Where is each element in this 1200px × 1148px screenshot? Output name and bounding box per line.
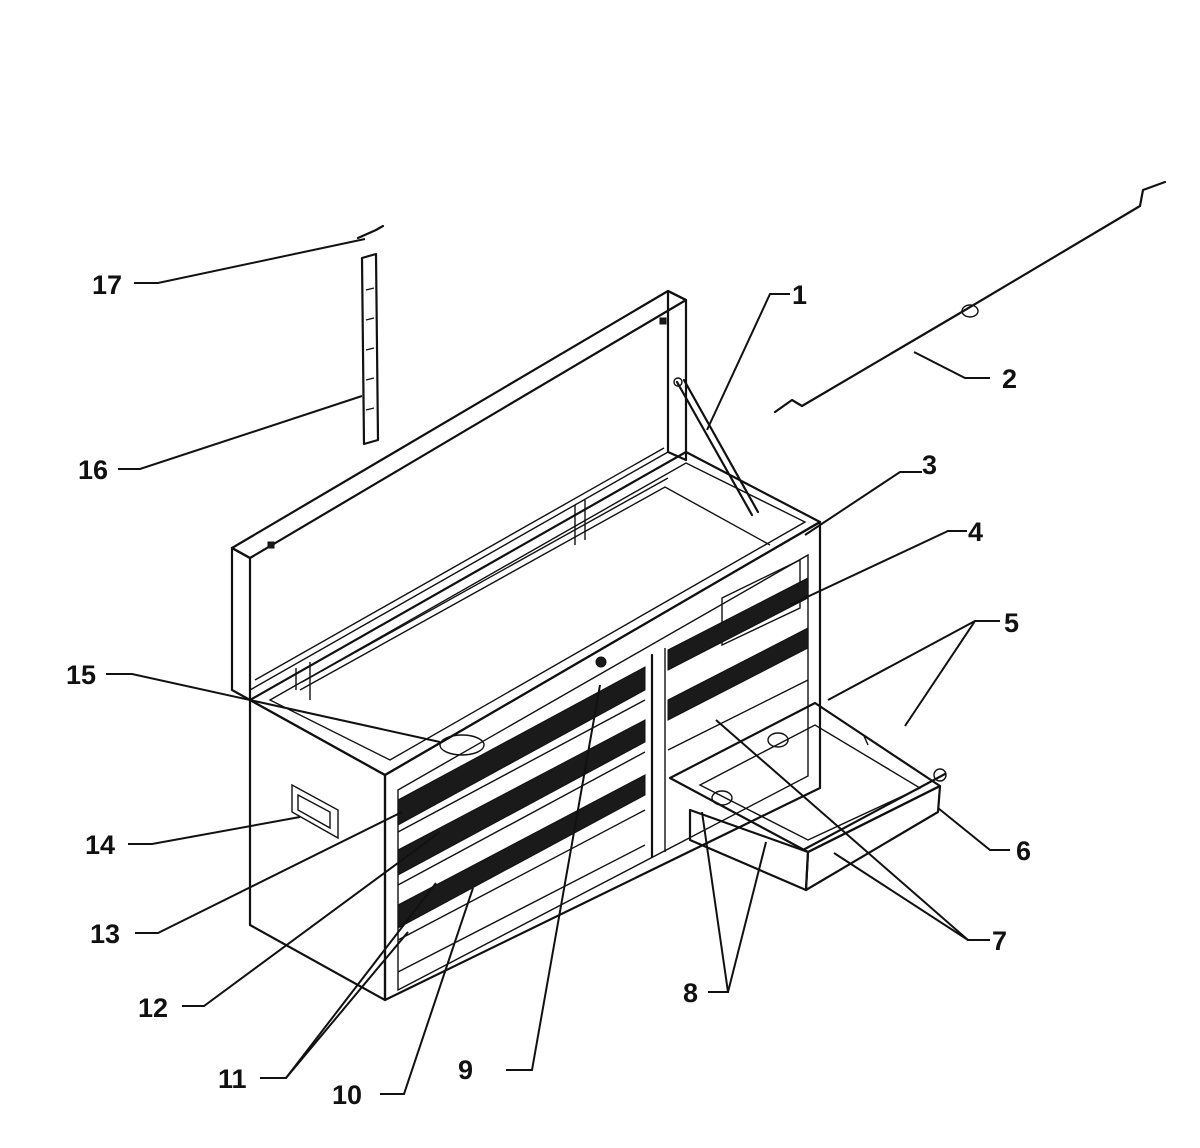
callout-10: 10 [332,1080,362,1110]
leader-16 [118,395,363,470]
part-16-hinge-strip [360,252,380,446]
callout-15: 15 [66,660,96,690]
leader-14 [128,816,301,845]
callout-8: 8 [683,978,698,1008]
part-17-pin [356,224,385,240]
callout-6: 6 [1016,836,1031,866]
leader-10 [380,887,474,1095]
leader-4 [789,530,967,606]
leader-15 [106,673,441,743]
chest-left-side [248,698,387,1002]
leader-6 [937,807,1010,851]
leader-13 [135,811,403,934]
callouts: 1 2 3 4 5 6 7 8 9 10 11 12 13 14 15 16 1… [66,270,1031,1110]
callout-14: 14 [85,830,115,860]
leader-5b [904,620,976,727]
leader-1 [706,293,790,431]
leader-8b [727,841,767,993]
callout-12: 12 [138,993,168,1023]
leader-lines [106,238,1010,1095]
leader-7b [833,852,969,941]
callout-16: 16 [78,455,108,485]
callout-3: 3 [922,450,937,480]
callout-9: 9 [458,1055,473,1085]
callout-17: 17 [92,270,122,300]
part-2-rod-clip [961,304,979,318]
right-drawers [667,558,809,751]
part-2-rod [773,180,1167,414]
leader-5a [827,620,1000,701]
callout-11: 11 [218,1064,247,1094]
pulled-out-drawer [668,701,947,892]
callout-2: 2 [1002,364,1017,394]
leader-2 [913,351,990,379]
callout-7: 7 [992,926,1007,956]
leader-9 [506,684,601,1071]
callout-5: 5 [1004,608,1019,638]
callout-1: 1 [792,280,807,310]
lid-support-strut [673,377,760,517]
leader-12 [182,831,441,1007]
callout-4: 4 [968,517,983,547]
left-drawers [397,666,646,973]
leader-11b [285,882,437,1079]
leader-3 [804,471,922,536]
leader-17 [134,238,366,284]
chest-lid [230,289,688,702]
callout-13: 13 [90,919,120,949]
